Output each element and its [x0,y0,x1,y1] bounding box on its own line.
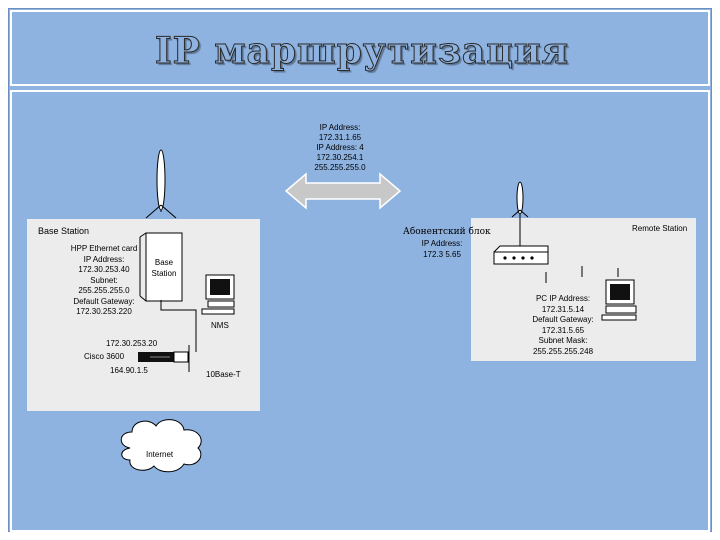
slide-title: IP маршрутизация [154,30,570,73]
card-line: 172.30.253.40 [78,265,130,274]
remote-pc-icon [601,279,637,321]
remote-station-panel [471,218,696,361]
link-ip-line: 255.255.255.0 [314,163,366,172]
internet-cloud-icon [120,419,202,473]
card-line: Subnet: [90,275,118,285]
link-ip-line: IP Address: 4 [316,143,364,152]
diagram-area [10,90,710,532]
remote-pc-info: PC IP Address: 172.31.5.14 Default Gatew… [522,294,604,357]
card-line: HPP Ethernet card [70,244,138,253]
title-bar: IP маршрутизация [10,10,710,86]
base-station-unit [139,232,183,302]
nms-label: NMS [211,321,229,330]
card-line: 255.255.255.0 [78,286,130,295]
card-line: 172.30.253.220 [76,307,132,316]
unit-label-line: Station [151,268,177,278]
pc-line: 172.31.5.14 [541,304,585,314]
pc-line: 255.255.255.248 [532,346,594,356]
link-ip-line: IP Address: [319,123,361,132]
base-station-panel [27,219,260,411]
link-ip-labels: IP Address: 172.31.1.65 IP Address: 4 17… [300,123,380,173]
subscriber-antenna-icon [511,181,529,246]
link-ip-line: 172.30.254.1 [316,153,364,162]
pc-line: Default Gateway: [532,315,594,324]
router-model-label: Cisco 3600 [84,352,125,361]
internet-label: Internet [146,450,174,459]
base-station-title: Base Station [38,226,90,236]
wireless-link-arrow [284,172,402,210]
base-station-unit-label: Base Station [146,258,182,279]
pc-line: PC IP Address: [535,294,591,303]
card-line: Default Gateway: [73,296,135,306]
subscriber-ip-line: 172.3 5.65 [423,249,461,259]
ethernet-label: 10Base-T [206,370,241,379]
router-ip-lower: 164.90.1.5 [110,366,148,375]
subscriber-ip-info: IP Address: 172.3 5.65 [412,239,472,260]
link-ip-line: 172.31.1.65 [318,133,362,142]
pc-line: 172.31.5.65 [541,325,585,335]
nms-computer-icon [201,274,235,315]
base-antenna-icon [145,149,177,219]
unit-label-line: Base [154,258,174,267]
pc-line: Subnet Mask: [538,336,588,345]
card-line: IP Address: [83,254,125,264]
subscriber-unit-icon [493,245,549,265]
subscriber-unit-title: Абонентский блок [403,227,491,237]
router-ip-upper: 172.30.253.20 [106,339,158,348]
cisco-router-icon [138,351,189,363]
base-card-info: HPP Ethernet card IP Address: 172.30.253… [64,244,144,318]
subscriber-ip-line: IP Address: [421,239,463,248]
remote-station-title: Remote Station [632,224,688,233]
